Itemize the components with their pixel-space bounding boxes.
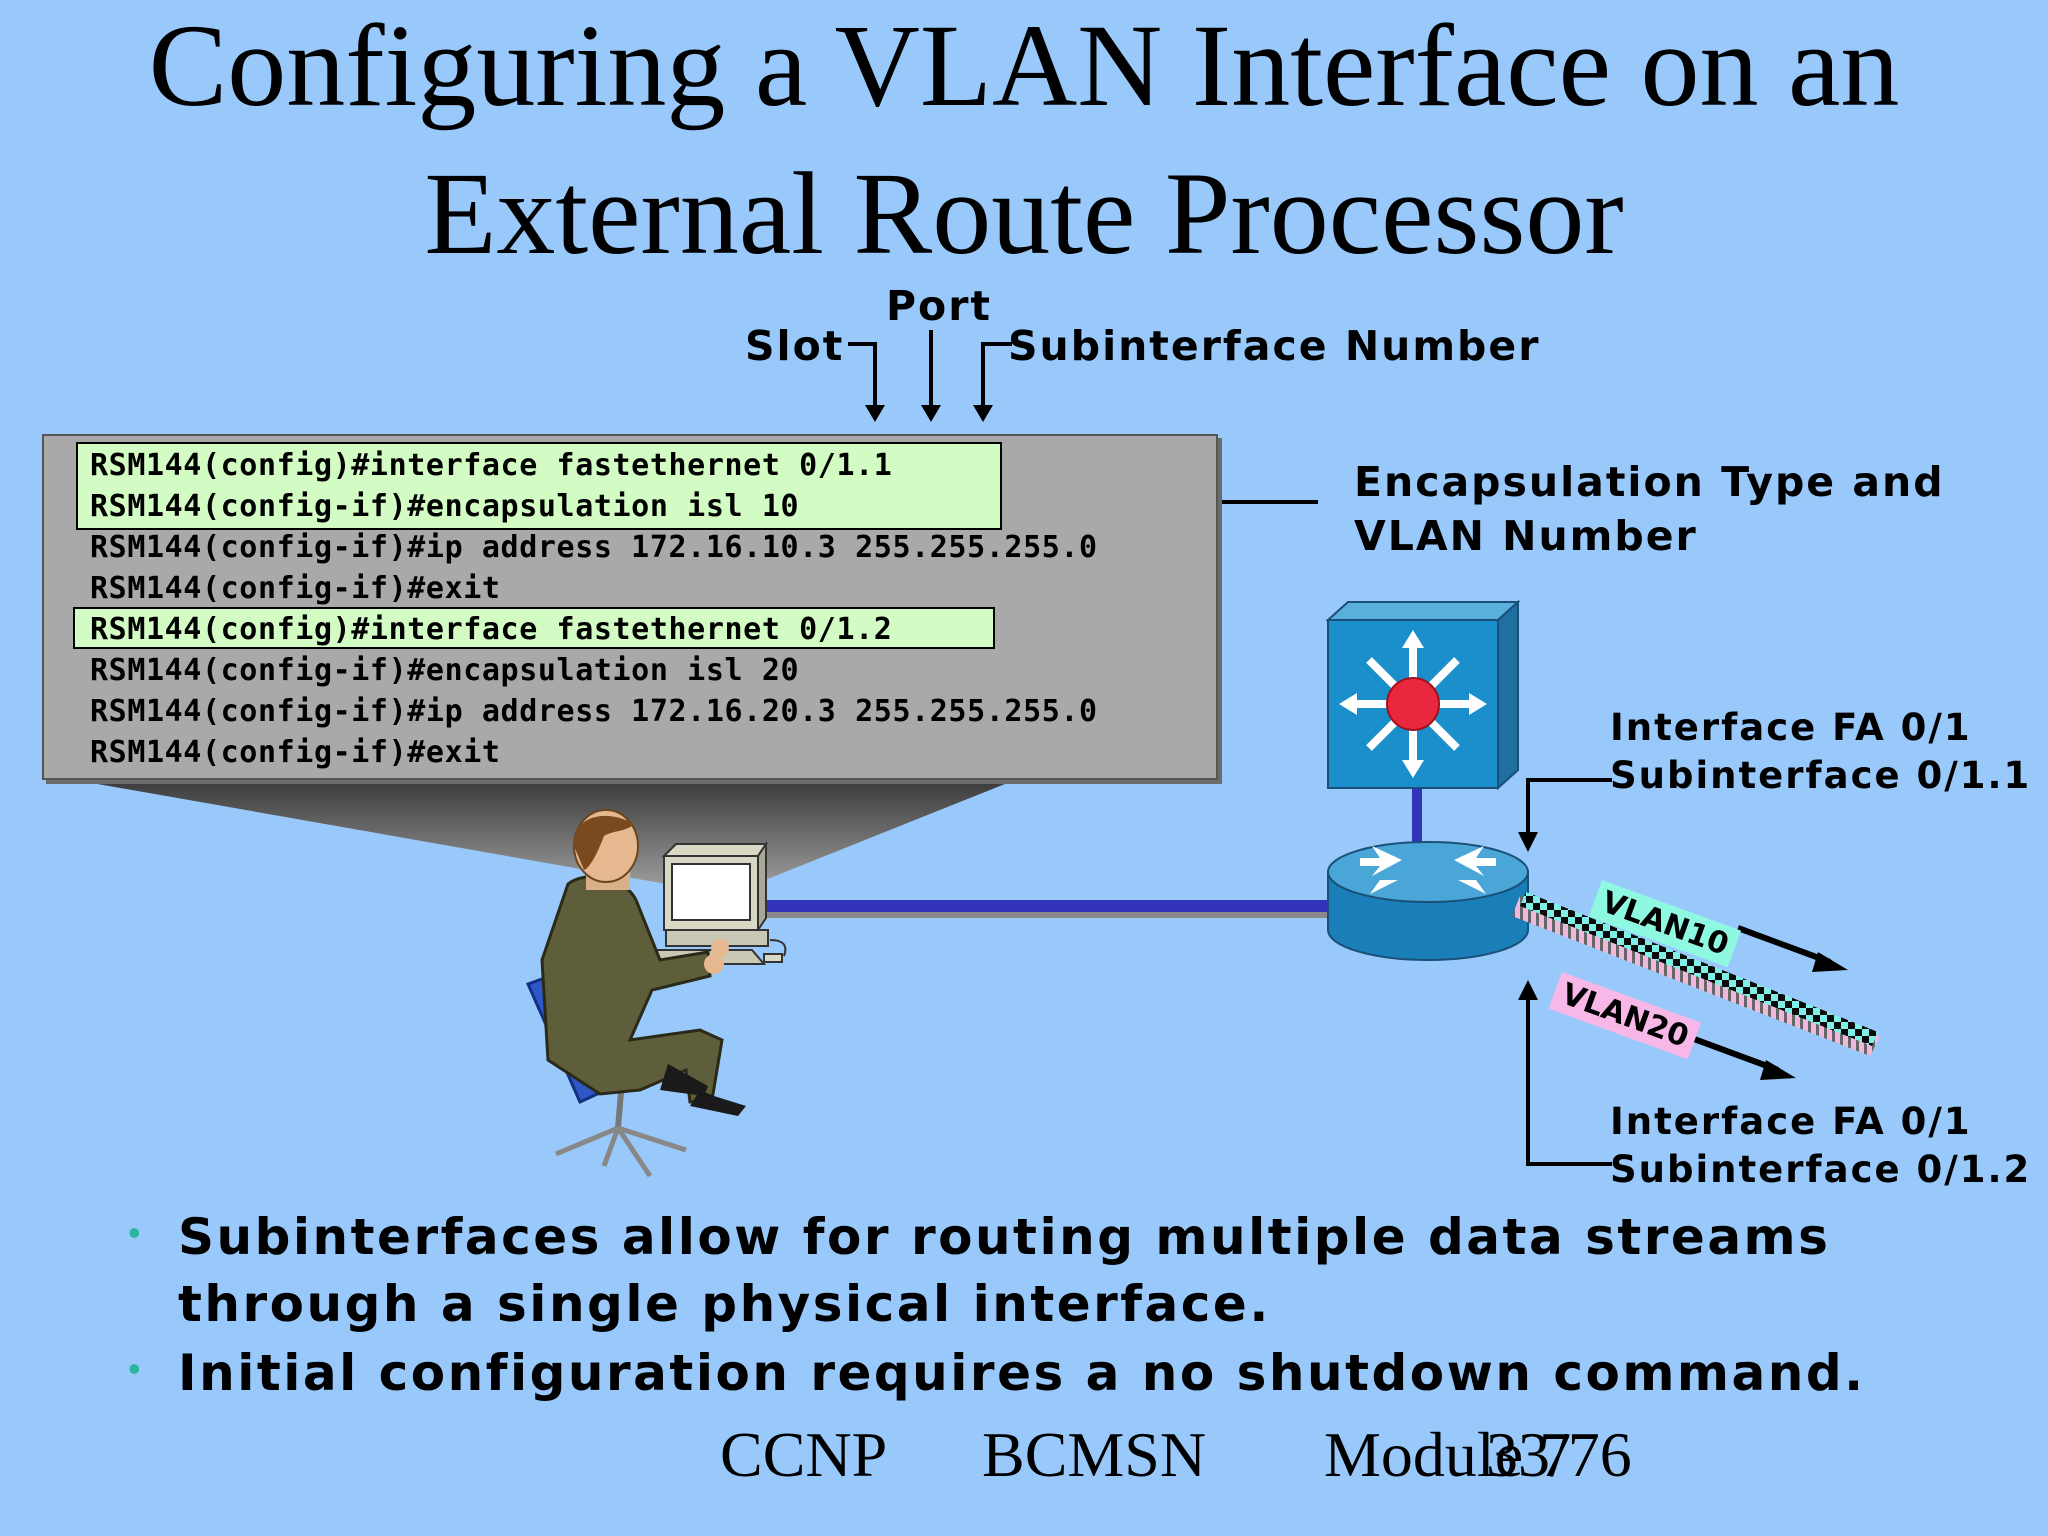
- footer-course: CCNP: [720, 1419, 888, 1490]
- bullet-2: Initial configuration requires a no shut…: [178, 1344, 1866, 1402]
- bullet-1-line-1: Subinterfaces allow for routing multiple…: [178, 1208, 1831, 1266]
- footer-module: Module 7: [1324, 1419, 1572, 1490]
- cli-line: RSM144(config-if)#ip address 172.16.10.3…: [90, 530, 1098, 565]
- cli-line: RSM144(config)#interface fastethernet 0/…: [90, 612, 893, 647]
- router-icon: [1327, 841, 1529, 961]
- subinterface-1-pointer: [1526, 778, 1612, 842]
- bullet-1: Subinterfaces allow for routing multiple…: [178, 1204, 1830, 1338]
- highlight-subinterface-2: [73, 607, 995, 649]
- slot-label: Slot: [745, 322, 845, 370]
- switch-router-link: [1412, 786, 1422, 846]
- subinterface-arrow: [981, 342, 1012, 418]
- slot-arrow: [848, 342, 877, 418]
- port-label: Port: [886, 282, 993, 330]
- interface-1-label: Interface FA 0/1: [1610, 706, 1972, 749]
- encapsulation-label-line-2: VLAN Number: [1354, 512, 1698, 560]
- cli-line: RSM144(config-if)#encapsulation isl 10: [90, 489, 800, 524]
- bullet-1-line-2: through a single physical interface.: [178, 1275, 1271, 1333]
- subinterface-number-label: Subinterface Number: [1008, 322, 1541, 370]
- highlight-subinterface-1: [76, 442, 1002, 530]
- interface-2-label: Interface FA 0/1: [1610, 1100, 1972, 1143]
- cli-line: RSM144(config-if)#exit: [90, 735, 501, 770]
- zoom-beam: [75, 780, 1015, 890]
- cli-line: RSM144(config-if)#encapsulation isl 20: [90, 653, 800, 688]
- cli-line: RSM144(config-if)#ip address 172.16.20.3…: [90, 694, 1098, 729]
- subinterface-2-pointer: [1526, 992, 1612, 1166]
- subinterface-1-label: Subinterface 0/1.1: [1610, 754, 2032, 797]
- slide-title: Configuring a VLAN Interface on an Exter…: [0, 0, 2048, 288]
- subinterface-2-label: Subinterface 0/1.2: [1610, 1148, 2032, 1191]
- footer-page-number: 33/76: [1486, 1419, 1632, 1490]
- multilayer-switch-icon: [1325, 599, 1521, 791]
- user-at-workstation-icon: [525, 809, 787, 1178]
- bullet-marker: •: [128, 1348, 141, 1389]
- cli-line: RSM144(config)#interface fastethernet 0/…: [90, 448, 893, 483]
- cli-line: RSM144(config-if)#exit: [90, 571, 501, 606]
- vlan10-trunk: [1520, 892, 1878, 1046]
- workstation-router-link: [760, 900, 1330, 912]
- footer-module-name: BCMSN: [982, 1419, 1207, 1490]
- title-line-1: Configuring a VLAN Interface on an: [148, 0, 1900, 131]
- title-line-2: External Route Processor: [424, 148, 1624, 279]
- bullet-marker: •: [128, 1212, 141, 1253]
- encapsulation-label-line-1: Encapsulation Type and: [1354, 458, 1945, 506]
